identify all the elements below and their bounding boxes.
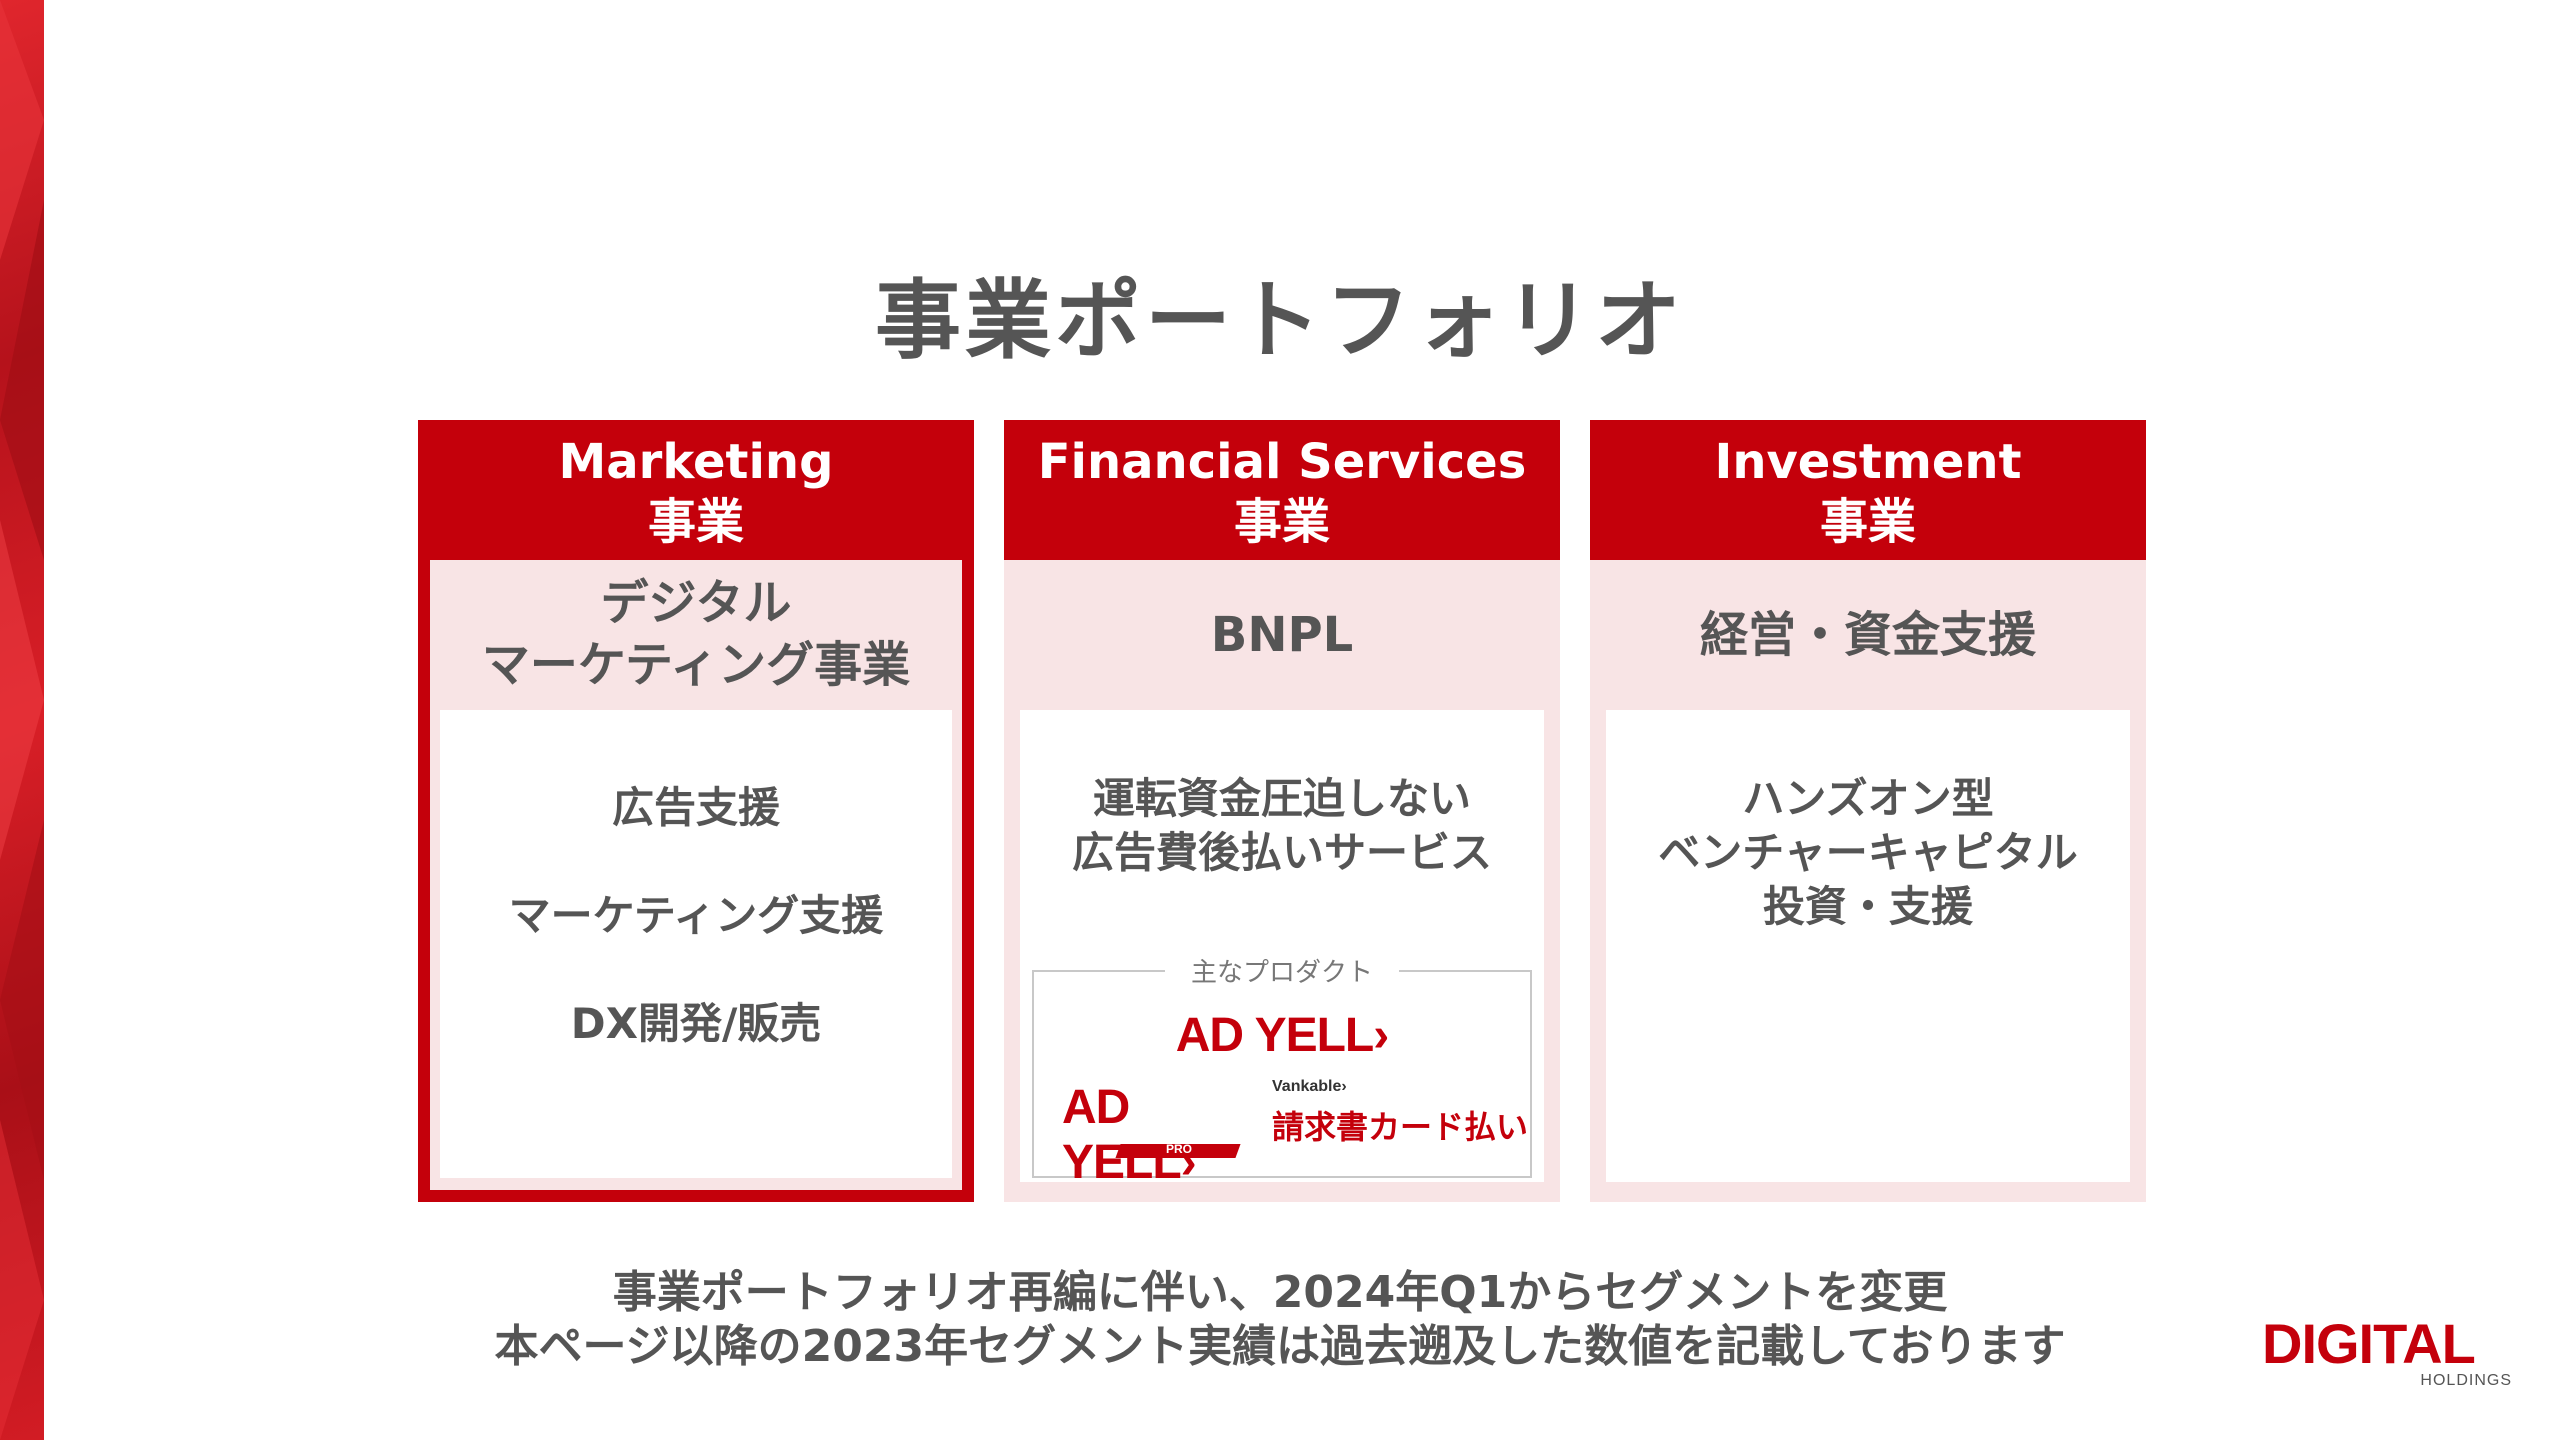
products-label: 主なプロダクト: [1034, 952, 1530, 989]
segment-category: BNPL: [1004, 604, 1560, 666]
segment-detail-panel: 運転資金圧迫しない 広告費後払いサービス 主なプロダクト AD YELL› AD…: [1020, 710, 1544, 1189]
segment-category-line: BNPL: [1210, 607, 1354, 663]
adyell-pro-logo: AD YELL› PRO: [1062, 1080, 1262, 1189]
adyell-pro-badge: PRO: [1166, 1142, 1193, 1156]
segment-category-line: 経営・資金支援: [1699, 607, 2036, 663]
segment-category: デジタル マーケティング事業: [430, 572, 962, 696]
segment-header-name: Financial Services: [1037, 434, 1527, 490]
service-item: 広告支援: [611, 783, 780, 832]
segment-card-investment: Investment 事業 経営・資金支援 ハンズオン型 ベンチャーキャピタル …: [1590, 420, 2146, 1202]
digital-holdings-logo: DIGITAL HOLDINGS: [2262, 1316, 2512, 1390]
segment-category-line: デジタル: [600, 575, 792, 631]
segment-detail-panel: 広告支援 マーケティング支援 DX開発/販売: [440, 710, 952, 1178]
segment-header-name: Investment: [1714, 434, 2022, 490]
segment-header: Investment 事業: [1590, 420, 2146, 560]
decorative-red-stripe: [0, 0, 44, 1440]
description-line: 広告費後払いサービス: [1071, 828, 1492, 877]
footnote-line: 事業ポートフォリオ再編に伴い、2024年Q1からセグメントを変更: [612, 1267, 1948, 1318]
description-line: ベンチャーキャピタル: [1658, 828, 2078, 877]
segment-body: デジタル マーケティング事業 広告支援 マーケティング支援 DX開発/販売: [418, 560, 974, 1202]
products-label-text: 主なプロダクト: [1164, 958, 1399, 988]
segment-card-marketing: Marketing 事業 デジタル マーケティング事業 広告支援 マーケティング…: [418, 420, 974, 1202]
segment-category: 経営・資金支援: [1590, 604, 2146, 666]
main-products-box: 主なプロダクト AD YELL› AD YELL› PRO Vankable› …: [1032, 958, 1532, 1189]
segment-description: ハンズオン型 ベンチャーキャピタル 投資・支援: [1606, 772, 2130, 934]
adyell-logo: AD YELL›: [1175, 1009, 1389, 1062]
footnote: 事業ポートフォリオ再編に伴い、2024年Q1からセグメントを変更 本ページ以降の…: [0, 1266, 2560, 1374]
segment-body: BNPL 運転資金圧迫しない 広告費後払いサービス 主なプロダクト AD YEL…: [1004, 560, 1560, 1202]
service-item: DX開発/販売: [570, 999, 822, 1048]
segment-body: 経営・資金支援 ハンズオン型 ベンチャーキャピタル 投資・支援: [1590, 560, 2146, 1202]
service-item: マーケティング支援: [508, 891, 884, 940]
segment-header-suffix: 事業: [1819, 494, 1916, 550]
vankable-product-name: 請求書カード払い: [1272, 1108, 1529, 1146]
segment-category-line: マーケティング事業: [481, 637, 911, 693]
description-line: 運転資金圧迫しない: [1092, 774, 1471, 823]
description-line: 投資・支援: [1762, 882, 1973, 931]
adyell-pro-wordmark: AD YELL›: [1062, 1081, 1197, 1189]
logo-wordmark: DIGITAL: [2262, 1312, 2476, 1375]
segment-header-name: Marketing: [558, 434, 834, 490]
segment-header-suffix: 事業: [1233, 494, 1330, 550]
segment-header-suffix: 事業: [647, 494, 744, 550]
vankable-brand: Vankable›: [1272, 1078, 1347, 1095]
footnote-line: 本ページ以降の2023年セグメント実績は過去遡及した数値を記載しております: [494, 1321, 2066, 1372]
description-line: ハンズオン型: [1742, 774, 1994, 823]
segment-description: 運転資金圧迫しない 広告費後払いサービス: [1020, 772, 1544, 880]
segment-header: Marketing 事業: [418, 420, 974, 560]
segment-detail-panel: ハンズオン型 ベンチャーキャピタル 投資・支援: [1606, 710, 2130, 1182]
vankable-logo: Vankable› 請求書カード払い: [1272, 1078, 1528, 1158]
page-title: 事業ポートフォリオ: [875, 271, 1685, 371]
segment-header: Financial Services 事業: [1004, 420, 1560, 560]
logo-subtext: HOLDINGS: [2420, 1372, 2512, 1389]
segment-card-financial-services: Financial Services 事業 BNPL 運転資金圧迫しない 広告費…: [1004, 420, 1560, 1202]
